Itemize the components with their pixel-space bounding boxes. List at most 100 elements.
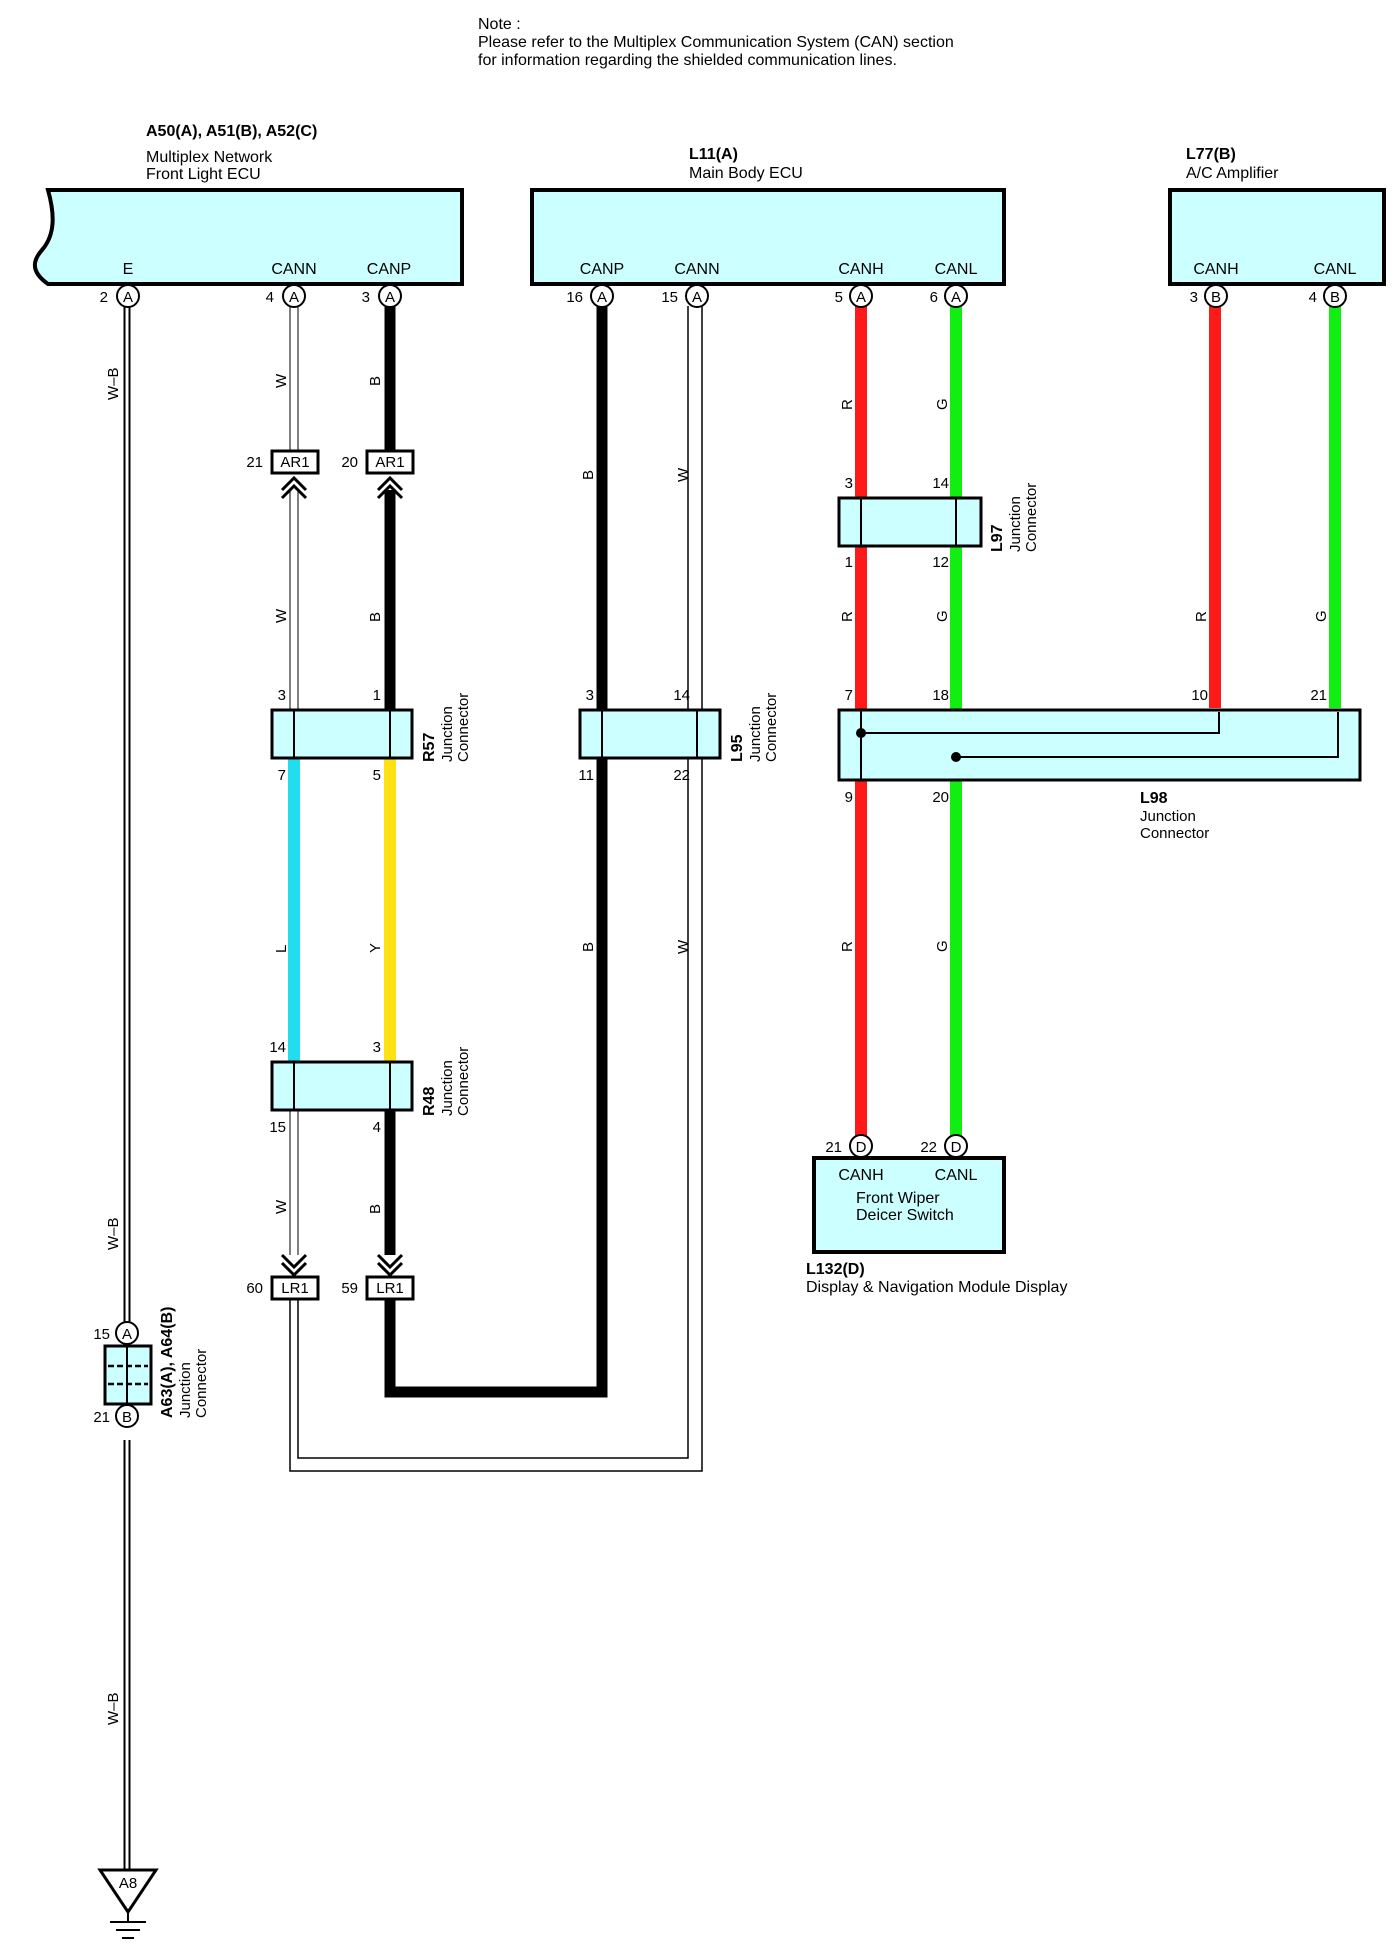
wire-label-w: W	[273, 1199, 290, 1214]
l98-type-2: Connector	[1140, 825, 1209, 842]
wire-label-r: R	[839, 941, 856, 952]
front-light-ecu-name-1: Multiplex Network	[146, 149, 273, 166]
wire-shield-loop	[289, 306, 703, 1472]
pin-number: 5	[835, 289, 843, 306]
pin-number: 3	[373, 1039, 381, 1056]
front-light-ecu-code: A50(A), A51(B), A52(C)	[146, 123, 317, 140]
pin-number: 1	[373, 687, 381, 704]
ar1-connector-left: AR1 21	[246, 449, 320, 500]
wire-label-g: G	[934, 398, 951, 410]
wire-main-canp-black	[384, 306, 608, 1398]
wire-label-wb: W–B	[105, 1217, 122, 1250]
terminal-cann: CANN	[674, 261, 719, 278]
l98-junction-connector: 7 18 10 21 9 20 L98 Junction Connector	[837, 687, 1362, 842]
pin-conn-letter: A	[692, 289, 702, 306]
front-light-ecu: A50(A), A51(B), A52(C) Multiplex Network…	[32, 123, 464, 286]
wire-label-r: R	[839, 399, 856, 410]
connector-pin: 20	[341, 454, 358, 471]
note-line-1: Please refer to the Multiplex Communicat…	[478, 34, 954, 51]
pin-number: 4	[1309, 289, 1317, 306]
terminal-canl: CANL	[935, 1167, 978, 1184]
wire-label-w: W	[273, 608, 290, 623]
r48-type-2: Connector	[455, 1047, 472, 1116]
pin-conn-letter: B	[122, 1409, 132, 1426]
pin-number: 21	[1310, 687, 1327, 704]
terminal-cann: CANN	[271, 261, 316, 278]
l95-type-2: Connector	[763, 693, 780, 762]
display-module-code: L132(D)	[806, 1261, 865, 1278]
pin-conn-letter: A	[289, 289, 299, 306]
pin-number: 4	[266, 289, 274, 306]
r57-code: R57	[421, 733, 438, 762]
r48-junction-connector: 14 3 15 4 R48 Junction Connector	[269, 1039, 472, 1136]
wire-label-b: B	[580, 942, 597, 952]
pin-conn-letter: A	[385, 289, 395, 306]
ecu-pins: A 2 A 4 A 3 A 16 A 15 A 5 A 6 B 3 B 4	[100, 284, 1347, 308]
pin-number: 3	[362, 289, 370, 306]
wire-label-b: B	[367, 1204, 384, 1214]
display-navigation-module: D 21 D 22 CANH CANL Front Wiper Deicer S…	[806, 1134, 1067, 1296]
l98-type-1: Junction	[1140, 808, 1196, 825]
pin-conn-letter: D	[856, 1139, 867, 1156]
a63-type-1: Junction	[177, 1362, 194, 1418]
note: Note : Please refer to the Multiplex Com…	[478, 16, 954, 69]
pin-number: 7	[845, 687, 853, 704]
pin-number: 4	[373, 1119, 381, 1136]
ac-amplifier: L77(B) A/C Amplifier CANH CANL	[1168, 146, 1386, 286]
terminal-canl: CANL	[935, 261, 978, 278]
wire-label-w: W	[675, 467, 692, 482]
display-module-name: Display & Navigation Module Display	[806, 1279, 1067, 1296]
terminal-canh: CANH	[838, 261, 883, 278]
wire-label-b: B	[367, 376, 384, 386]
pin-number: 15	[93, 1326, 110, 1343]
wire-label-w: W	[273, 373, 290, 388]
display-inner-1: Front Wiper	[856, 1190, 940, 1207]
pin-number: 18	[932, 687, 949, 704]
r57-type-2: Connector	[455, 693, 472, 762]
l95-code: L95	[729, 734, 746, 762]
wire-color-labels: W–B W–B W–B W W L W B B Y B B B W W R R …	[105, 367, 1330, 1725]
pin-number: 21	[93, 1409, 110, 1426]
wire-label-g: G	[934, 610, 951, 622]
a63-code: A63(A), A64(B)	[159, 1307, 176, 1418]
l97-type-1: Junction	[1007, 496, 1024, 552]
l95-junction-connector: 3 14 11 22 L95 Junction Connector	[578, 687, 780, 784]
wire-label-r: R	[839, 611, 856, 622]
terminal-canl: CANL	[1314, 261, 1357, 278]
terminal-canp: CANP	[580, 261, 624, 278]
pin-number: 7	[278, 767, 286, 784]
pin-number: 9	[845, 789, 853, 806]
pin-number: 2	[100, 289, 108, 306]
pin-conn-letter: B	[1330, 289, 1340, 306]
wire-label-g: G	[1313, 610, 1330, 622]
pin-number: 14	[673, 687, 690, 704]
wire-label-wb: W–B	[105, 1692, 122, 1725]
connector-name: LR1	[281, 1280, 309, 1297]
pin-conn-letter: A	[123, 289, 133, 306]
pin-number: 22	[673, 767, 690, 784]
pin-conn-letter: A	[856, 289, 866, 306]
pin-number: 12	[932, 554, 949, 571]
pin-number: 6	[930, 289, 938, 306]
wire-label-b: B	[367, 612, 384, 622]
ground-code: A8	[119, 1875, 137, 1892]
a63-type-2: Connector	[193, 1349, 210, 1418]
pin-conn-letter: B	[1211, 289, 1221, 306]
main-body-ecu: L11(A) Main Body ECU CANP CANN CANH CANL	[530, 146, 1006, 286]
display-inner-2: Deicer Switch	[856, 1207, 954, 1224]
terminal-canh: CANH	[838, 1167, 883, 1184]
wire-label-g: G	[934, 940, 951, 952]
pin-number: 3	[845, 475, 853, 492]
terminal-canh: CANH	[1193, 261, 1238, 278]
note-line-2: for information regarding the shielded c…	[478, 52, 897, 69]
connector-name: LR1	[376, 1280, 404, 1297]
r57-type-1: Junction	[439, 706, 456, 762]
pin-number: 14	[269, 1039, 286, 1056]
front-light-ecu-name-2: Front Light ECU	[146, 166, 261, 183]
lr1-connector-left: LR1 60	[246, 1253, 320, 1301]
pin-number: 10	[1191, 687, 1208, 704]
note-title: Note :	[478, 16, 521, 33]
pin-number: 21	[825, 1139, 842, 1156]
pin-conn-letter: A	[122, 1326, 132, 1343]
l95-type-1: Junction	[747, 706, 764, 762]
